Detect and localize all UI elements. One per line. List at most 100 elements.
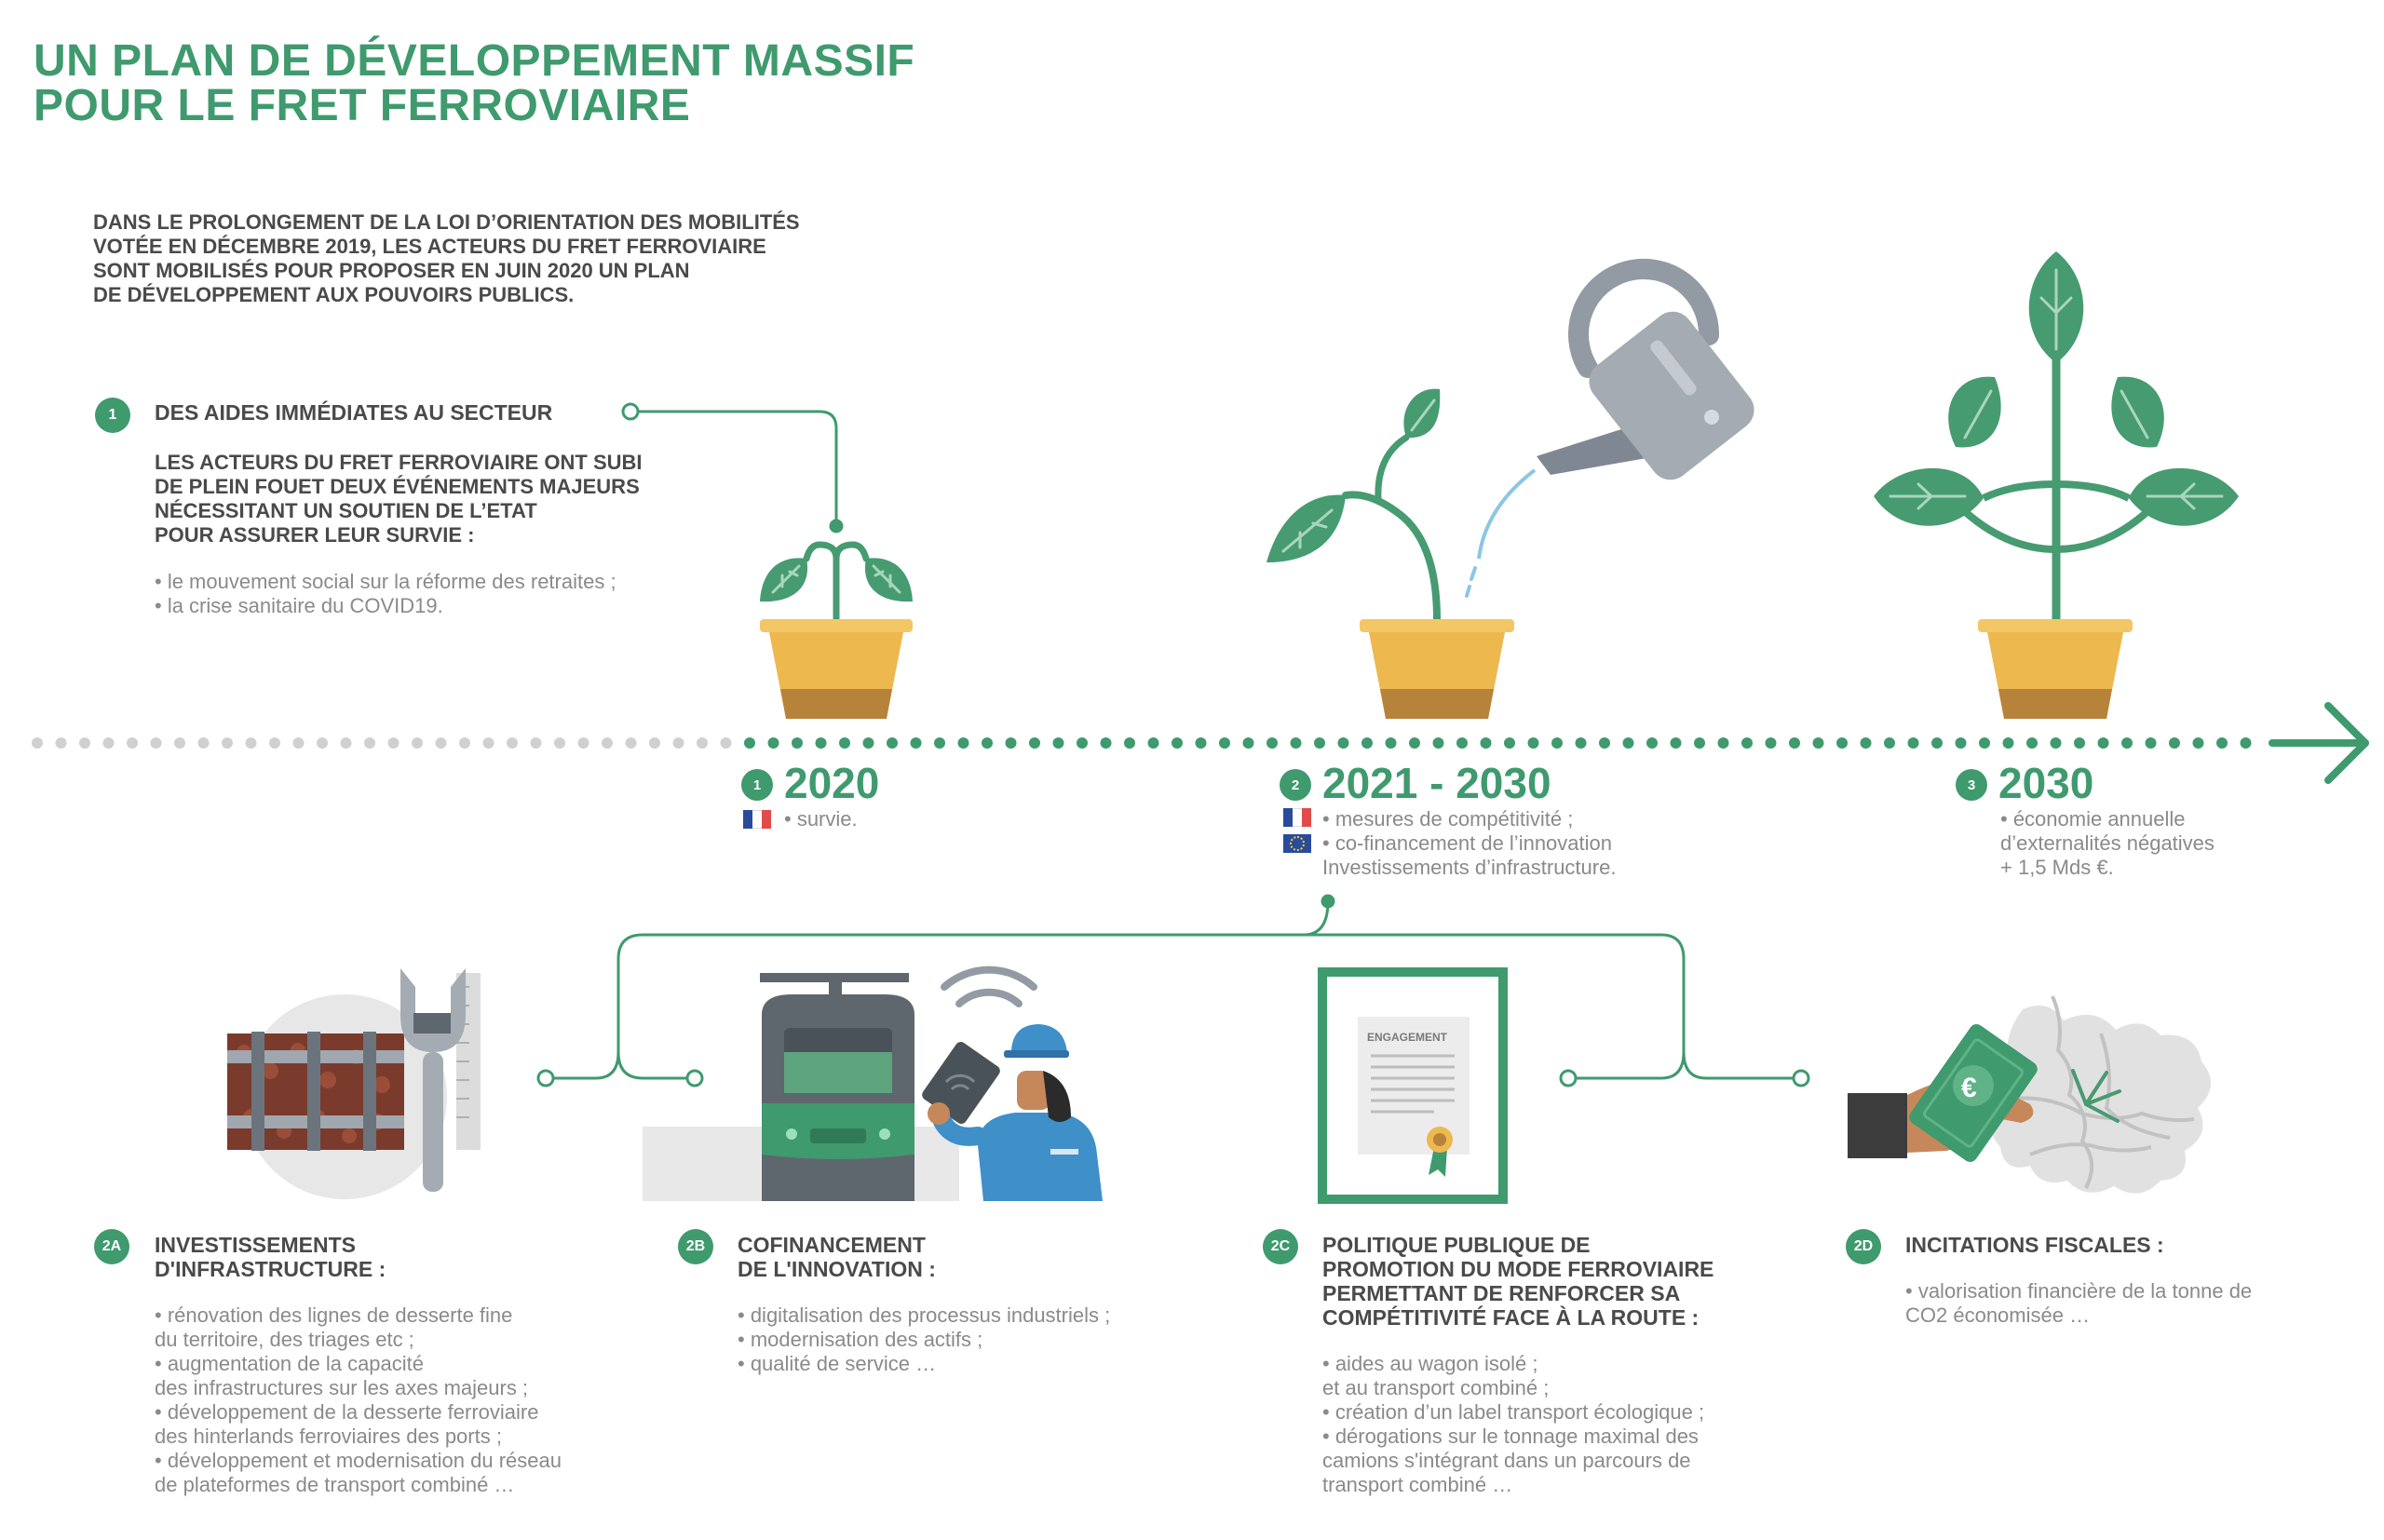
timeline-dot — [222, 737, 233, 749]
timeline-dot — [2097, 737, 2109, 749]
timeline-dot — [1979, 737, 1990, 749]
timeline-dot — [839, 737, 850, 749]
timeline-dot — [2169, 737, 2180, 749]
timeline-dot — [2026, 737, 2038, 749]
timeline-dot — [1575, 737, 1587, 749]
timeline-dot — [1124, 737, 1135, 749]
measure-2b-heading: COFINANCEMENT DE L'INNOVATION : — [738, 1233, 936, 1281]
timeline-dot — [102, 737, 115, 749]
timeline-dot — [1836, 737, 1848, 749]
timeline-dot — [1029, 737, 1040, 749]
timeline-year-2030: 2030 — [1998, 759, 2094, 807]
timeline-2020-text: • survie. — [784, 807, 858, 831]
rail-wrench-icon — [227, 968, 481, 1199]
timeline-dot — [1789, 737, 1800, 749]
timeline-dot — [2121, 737, 2133, 749]
timeline-dot — [1812, 737, 1824, 749]
timeline-dot — [482, 737, 494, 749]
timeline-dot — [2050, 737, 2062, 749]
timeline-dot — [435, 737, 447, 749]
timeline-dot — [1884, 737, 1895, 749]
timeline-dot — [79, 737, 90, 749]
euro-icon: € — [1961, 1073, 1977, 1103]
timeline-dot — [1907, 737, 1919, 749]
timeline-dot — [982, 737, 993, 749]
timeline-dot — [862, 737, 874, 749]
timeline-dot — [364, 737, 375, 749]
timeline-dot — [1741, 737, 1753, 749]
timeline-dot — [1077, 737, 1088, 749]
timeline-dot — [507, 737, 518, 749]
timeline-dot — [412, 737, 423, 749]
measure-2a-badge: 2A — [94, 1229, 129, 1264]
timeline-dot — [744, 737, 755, 749]
timeline-dot — [720, 737, 732, 749]
timeline-2030-text: • économie annuelle d’externalités négat… — [2000, 807, 2215, 879]
timeline-badge-1: 1 — [741, 769, 773, 801]
timeline-dot — [1670, 737, 1682, 749]
timeline-dot — [1931, 737, 1943, 749]
timeline-dot — [1361, 737, 1373, 749]
timeline-dot — [387, 737, 400, 749]
growing-plant-pot-icon — [1266, 388, 1514, 719]
section-1-body: LES ACTEURS DU FRET FERROVIAIRE ONT SUBI… — [155, 451, 643, 547]
timeline-dot — [625, 737, 637, 749]
timeline-2021-2030-text: • mesures de compétitivité ; • co-financ… — [1322, 807, 1617, 879]
page-title: UN PLAN DE DÉVELOPPEMENT MASSIF POUR LE … — [34, 36, 915, 130]
timeline-dot — [1242, 737, 1254, 749]
timeline-dot — [934, 737, 945, 749]
timeline-dot — [577, 737, 589, 749]
measure-2c-badge: 2C — [1263, 1229, 1298, 1264]
timeline-dot — [649, 737, 660, 749]
timeline-dot — [1527, 737, 1539, 749]
measure-2c-bullets: • aides au wagon isolé ; et au transport… — [1322, 1352, 1705, 1496]
timeline-dot — [1147, 737, 1159, 749]
timeline-badge-2: 2 — [1280, 769, 1311, 801]
sprout-pot-icon — [760, 541, 913, 719]
timeline-dot — [2145, 737, 2157, 749]
measure-2a-bullets: • rénovation des lignes de desserte fine… — [155, 1304, 562, 1496]
timeline-arrow-icon — [2269, 702, 2369, 784]
timeline-dot — [197, 737, 210, 749]
timeline-dot — [317, 737, 328, 749]
eu-flag-icon — [1283, 834, 1311, 853]
timeline-dot — [1480, 737, 1492, 749]
france-flag-icon — [1283, 808, 1311, 827]
timeline-dot — [887, 737, 898, 749]
timeline-dot — [1409, 737, 1420, 749]
timeline-dots — [32, 737, 2252, 749]
measure-2d-bullets: • valorisation financière de la tonne de… — [1905, 1279, 2253, 1327]
timeline-dot — [1266, 737, 1278, 749]
timeline-dot — [55, 737, 67, 749]
france-flag-icon — [743, 810, 771, 829]
timeline-dot — [767, 737, 779, 749]
section-1-badge: 1 — [95, 398, 130, 433]
section-1-heading: DES AIDES IMMÉDIATES AU SECTEUR — [155, 400, 553, 425]
timeline-dot — [957, 737, 969, 749]
timeline-dot — [1456, 737, 1468, 749]
grown-plant-pot-icon — [1874, 251, 2239, 719]
timeline-dot — [1432, 737, 1444, 749]
timeline-dot — [792, 737, 803, 749]
timeline-dot — [1622, 737, 1634, 749]
timeline-dot — [459, 737, 470, 749]
timeline-dot — [1860, 737, 1872, 749]
measure-2d-heading: INCITATIONS FISCALES : — [1905, 1233, 2164, 1257]
timeline-dot — [1290, 737, 1302, 749]
timeline-dot — [910, 737, 922, 749]
measure-2d-badge: 2D — [1846, 1229, 1881, 1264]
timeline-dot — [1646, 737, 1658, 749]
section-1-connector — [621, 402, 844, 534]
watering-can-icon — [1465, 258, 1754, 598]
timeline-dot — [1195, 737, 1207, 749]
timeline-dot — [2002, 737, 2014, 749]
timeline-dot — [1765, 737, 1777, 749]
timeline-dot — [602, 737, 613, 749]
timeline-dot — [245, 737, 257, 749]
timeline-year-2021-2030: 2021 - 2030 — [1322, 759, 1551, 807]
timeline-dot — [1005, 737, 1017, 749]
timeline-dot — [150, 737, 162, 749]
timeline-dot — [1717, 737, 1729, 749]
timeline-dot — [1955, 737, 1967, 749]
measure-2b-badge: 2B — [678, 1229, 713, 1264]
